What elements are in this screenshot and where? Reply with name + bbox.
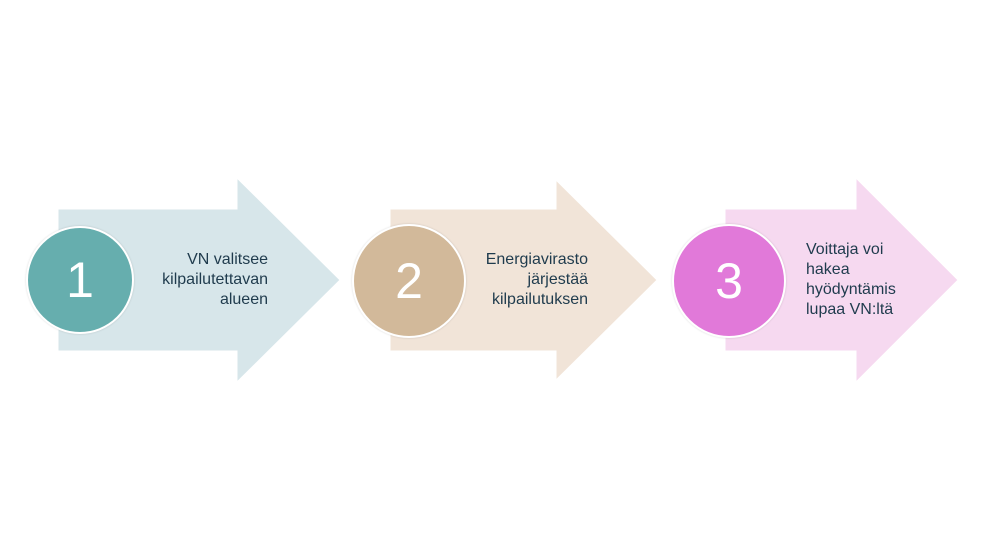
step-2-label-line: järjestää	[527, 271, 588, 288]
step-3-label: Voittaja voi hakea hyödyntämis lupaa VN:…	[806, 238, 916, 322]
step-3-number: 3	[715, 253, 743, 309]
step-2-label: Energiavirasto järjestää kilpailutuksen	[466, 240, 588, 320]
step-2-arrow-shape	[389, 178, 658, 382]
step-1-arrow-shape	[57, 176, 341, 384]
step-1-label-line: kilpailutettavan	[162, 271, 268, 288]
step-2-number: 2	[395, 253, 423, 309]
step-3-label-line: lupaa VN:ltä	[806, 301, 894, 318]
step-2-number-circle: 2	[352, 224, 466, 338]
step-3-label-line: Voittaja voi	[806, 241, 884, 258]
step-3-number-circle: 3	[672, 224, 786, 338]
step-2-label-line: kilpailutuksen	[491, 291, 588, 308]
step-3-label-line: hakea	[806, 261, 850, 278]
step-1-label: VN valitsee kilpailutettavan alueen	[140, 240, 268, 320]
step-2-label-line: Energiavirasto	[485, 251, 588, 268]
step-1-number: 1	[66, 252, 94, 308]
step-1-label-line: alueen	[219, 291, 268, 308]
step-1-number-circle: 1	[26, 226, 134, 334]
step-3-arrow-shape	[724, 176, 959, 384]
step-1-label-line: VN valitsee	[187, 251, 268, 268]
step-3-label-line: hyödyntämis	[806, 281, 896, 298]
